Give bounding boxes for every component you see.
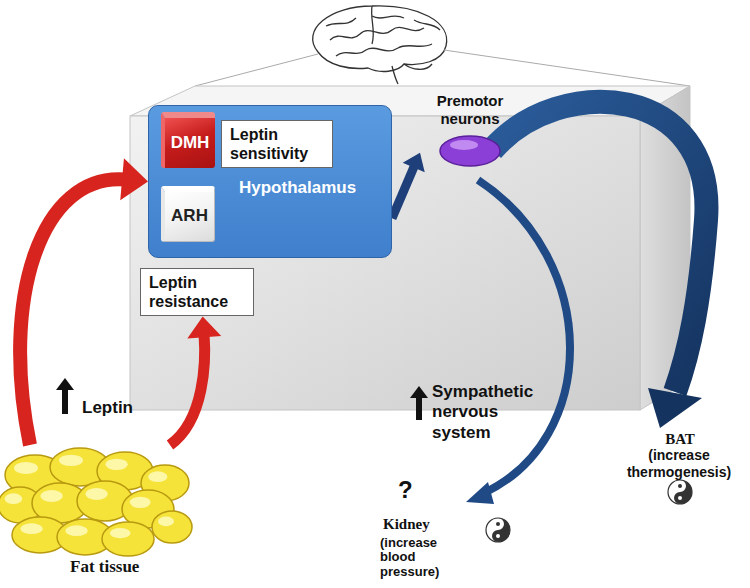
arrowhead xyxy=(187,316,221,338)
effect-label: (increase thermogenesis) xyxy=(614,447,744,481)
arrowhead xyxy=(120,158,148,200)
yin-yang-symbol xyxy=(668,480,692,504)
node-text: ARH xyxy=(171,206,208,226)
fat-cell-highlight xyxy=(20,523,42,534)
sympathetic-arrow xyxy=(492,102,706,392)
fat-cell xyxy=(102,522,154,556)
sympathetic-arrow xyxy=(478,180,570,494)
neuron-group: Premotor neurons xyxy=(420,92,520,168)
question-mark: ? xyxy=(398,476,413,505)
arrowhead xyxy=(466,482,494,504)
fat-cell-highlight xyxy=(59,455,83,466)
fat-cell-highlight xyxy=(85,488,107,500)
node-text: Leptin sensitivity xyxy=(230,125,324,163)
nucleus-cube: DMH xyxy=(161,112,215,168)
organ-label: BAT xyxy=(640,430,720,448)
fat-cell-highlight xyxy=(158,517,174,527)
node-text: Premotor neurons xyxy=(420,92,520,128)
connector-arrow xyxy=(170,334,205,445)
fat-cell-highlight xyxy=(65,525,87,536)
arrowhead xyxy=(403,153,425,172)
nucleus-cube: ARH xyxy=(161,186,215,242)
fat-cell-highlight xyxy=(5,493,23,504)
brain-illustration xyxy=(313,6,447,84)
neuron-ellipse xyxy=(438,134,502,168)
effect-label: (increase blood pressure) xyxy=(380,536,456,579)
fat-cell-highlight xyxy=(40,490,62,502)
fat-cell-highlight xyxy=(110,528,131,538)
note-box: Leptin resistance xyxy=(140,268,254,316)
node-text: DMH xyxy=(171,133,210,153)
fat-cell xyxy=(152,511,192,543)
fat-cell-highlight xyxy=(148,471,167,482)
node-text: Hypothalamus xyxy=(239,178,356,198)
yin-yang-symbol xyxy=(486,518,510,542)
fat-cells xyxy=(0,445,200,560)
organ-label: Kidney xyxy=(383,515,430,533)
perspective-line xyxy=(195,54,318,86)
perspective-line xyxy=(444,50,690,86)
note-box: Leptin sensitivity xyxy=(221,120,333,168)
hormone-label: Leptin xyxy=(82,398,133,418)
hypothalamus-region: Hypothalamus DMH Leptin sensitivityARH xyxy=(148,105,392,258)
node-text: Fat tissue xyxy=(70,557,139,577)
fat-cell-highlight xyxy=(130,497,151,508)
fat-cell-highlight xyxy=(14,462,38,474)
node-text: Leptin resistance xyxy=(149,273,245,311)
system-label: Sympathetic nervous system xyxy=(432,382,550,443)
fat-cell-highlight xyxy=(105,459,127,470)
fat-tissue: Fat tissue xyxy=(0,445,200,585)
connector-arrow xyxy=(392,165,415,218)
arrowhead xyxy=(648,388,702,428)
increase-arrow xyxy=(56,378,428,420)
